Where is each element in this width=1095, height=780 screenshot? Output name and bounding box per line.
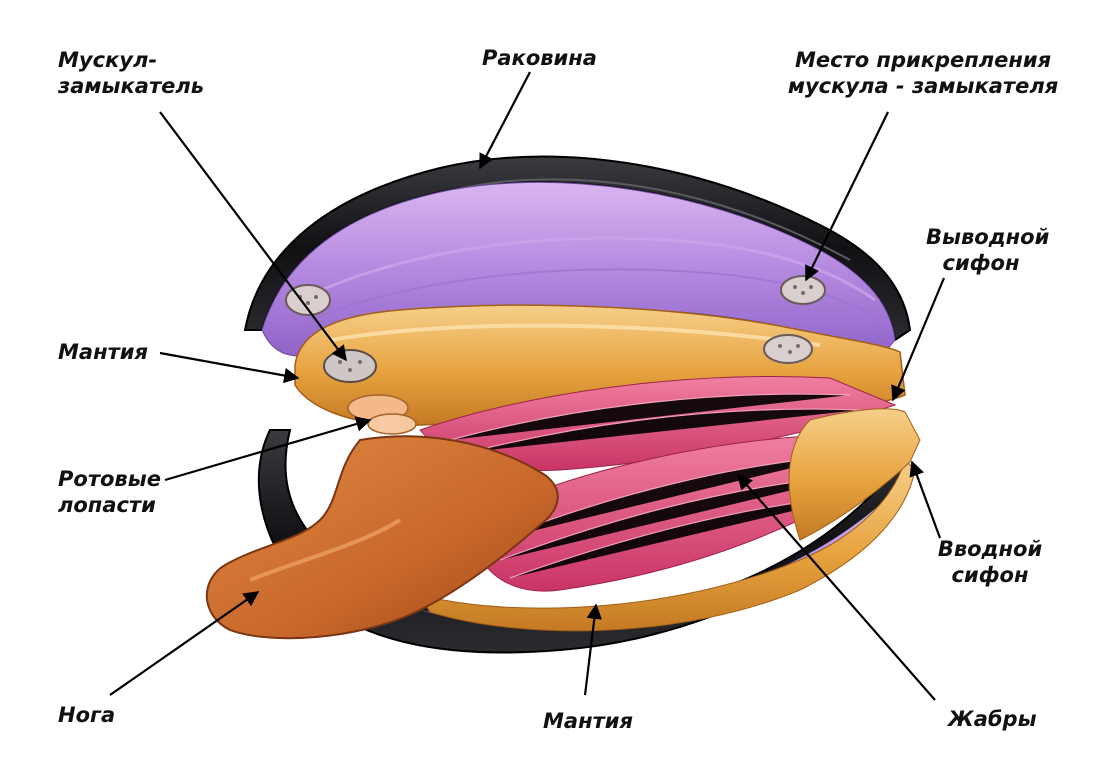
- label-muscle-attachment: Место прикрепления мускула - замыкателя: [778, 47, 1068, 99]
- label-mantle-bottom: Мантия: [543, 708, 633, 734]
- mouth-lobe: [368, 414, 416, 434]
- pointer-inhalant-siphon: [912, 462, 940, 538]
- label-shell: Раковина: [482, 45, 597, 71]
- label-foot: Нога: [58, 702, 115, 728]
- pointer-foot: [110, 592, 258, 695]
- label-inhalant-siphon: Вводной сифон: [930, 536, 1050, 588]
- pointer-shell: [480, 72, 530, 168]
- pointer-mantle-left: [160, 353, 298, 378]
- label-mantle-left: Мантия: [58, 339, 148, 365]
- label-mouth-lobes: Ротовые лопасти: [58, 466, 161, 518]
- label-exhalant-siphon: Выводной сифон: [926, 224, 1036, 276]
- label-gills: Жабры: [948, 706, 1037, 732]
- label-adductor-muscle: Мускул- замыкатель: [58, 47, 204, 99]
